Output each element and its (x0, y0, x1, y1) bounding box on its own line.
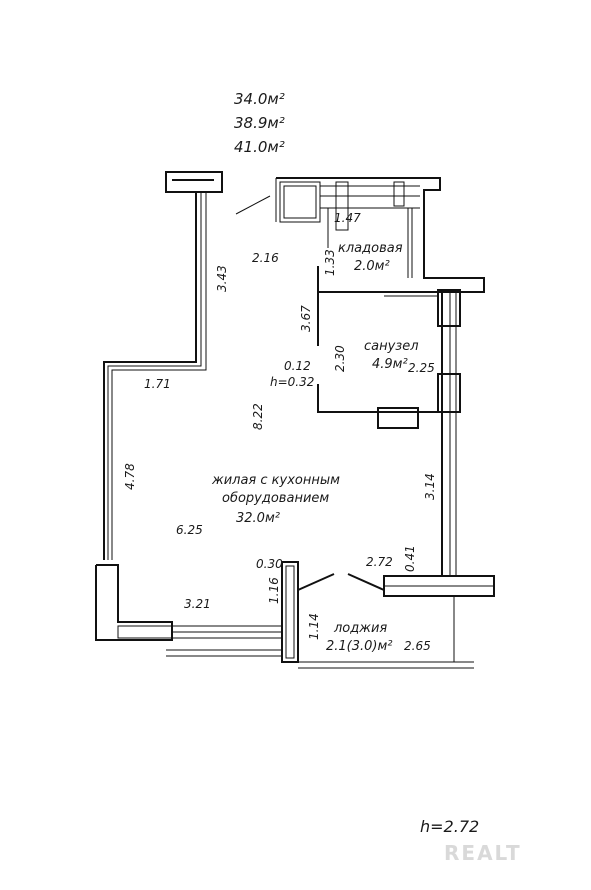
dim-3-21: 3.21 (184, 597, 211, 611)
area-total-with-loggia: 41.0м² (234, 138, 285, 156)
dim-2-65: 2.65 (404, 639, 431, 653)
wall-loggia-pier (281, 561, 299, 663)
dim-2-72: 2.72 (366, 555, 393, 569)
walls (95, 171, 495, 669)
dim-0-41: 0.41 (403, 545, 417, 572)
dim-1-16: 1.16 (267, 577, 281, 604)
dim-3-14: 3.14 (423, 473, 437, 500)
dim-2-25: 2.25 (408, 361, 435, 375)
wall-storage (276, 177, 485, 293)
ceiling-height: h=2.72 (420, 817, 479, 836)
dim-1-71: 1.71 (144, 377, 171, 391)
wall-bottom-left (95, 564, 173, 641)
room-living-area: 32.0м² (236, 511, 280, 526)
dim-h-0-32: h=0.32 (270, 375, 314, 389)
dim-3-43: 3.43 (215, 265, 229, 292)
wall-left-outer (103, 192, 197, 560)
area-living: 34.0м² (234, 90, 285, 108)
dim-2-16: 2.16 (252, 251, 279, 265)
door-leaf-right (347, 573, 385, 591)
room-bathroom-area: 4.9м² (372, 357, 408, 372)
dim-4-78: 4.78 (123, 463, 137, 490)
dim-1-47: 1.47 (334, 211, 361, 225)
room-loggia-name: лоджия (333, 621, 387, 636)
room-loggia-area: 2.1(3.0)м² (326, 639, 393, 654)
wall-bathroom (317, 384, 442, 413)
dim-2-30: 2.30 (333, 345, 347, 372)
room-living-line2: оборудованием (222, 491, 329, 506)
room-storage-area: 2.0м² (354, 259, 390, 274)
dim-3-67: 3.67 (299, 305, 313, 332)
labels: 34.0м² 38.9м² 41.0м² 1.47 2.16 3.43 1.33… (123, 90, 522, 865)
dim-1-14: 1.14 (307, 613, 321, 640)
realt-watermark: REALT (444, 841, 522, 865)
dim-8-22: 8.22 (251, 403, 265, 430)
dim-6-25: 6.25 (176, 523, 203, 537)
area-total: 38.9м² (234, 114, 285, 132)
wall-top-left-stub (165, 171, 223, 193)
dim-1-33: 1.33 (323, 249, 337, 276)
room-storage-name: кладовая (338, 241, 403, 256)
door-leaf-left (297, 573, 335, 591)
dim-0-12: 0.12 (284, 359, 311, 373)
room-living-line1: жилая с кухонным (211, 473, 340, 488)
dim-0-30: 0.30 (256, 557, 283, 571)
room-bathroom-name: санузел (364, 339, 419, 354)
